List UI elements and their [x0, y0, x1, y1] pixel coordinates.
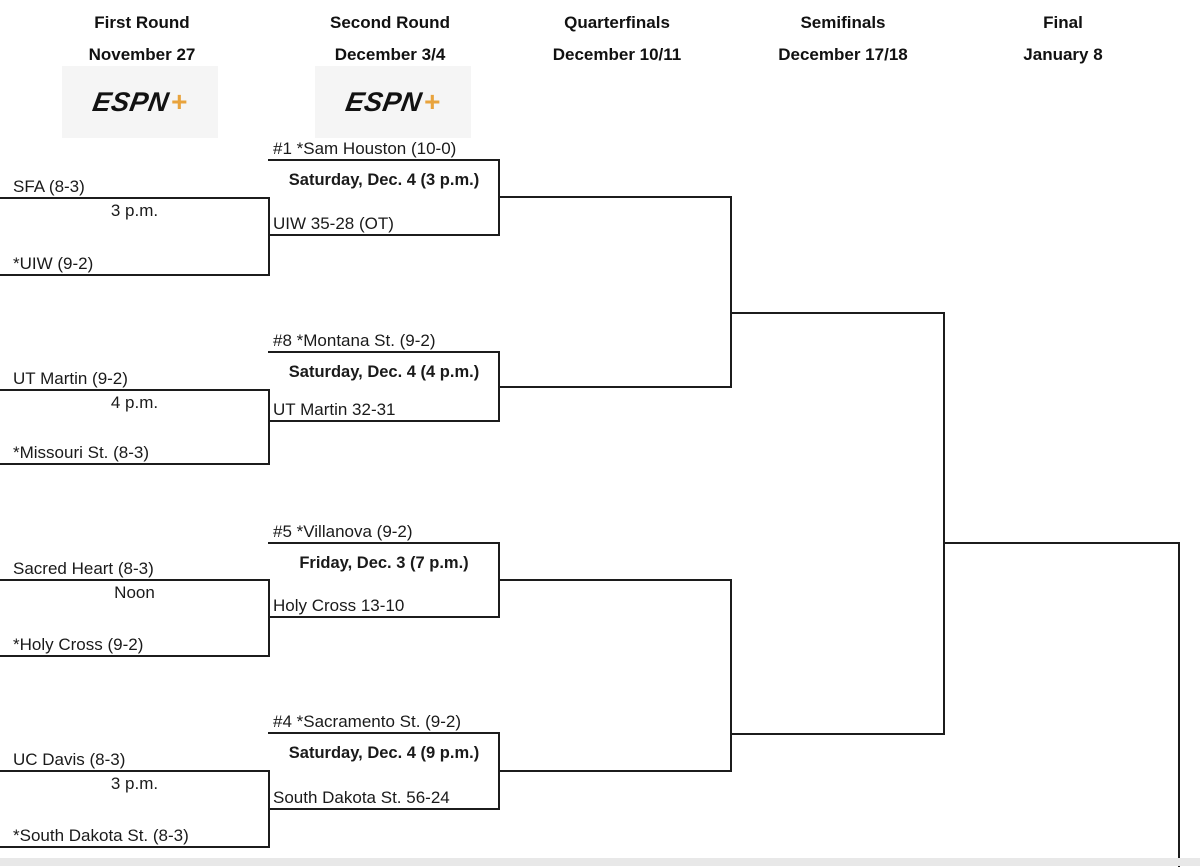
- round-date-final: January 8: [1023, 45, 1103, 64]
- team-label: South Dakota St. 56-24: [273, 788, 450, 807]
- bottom-edge-strip: [0, 858, 1200, 866]
- team-label: *UIW (9-2): [13, 254, 94, 273]
- team-label: Sacred Heart (8-3): [13, 559, 154, 578]
- bracket-line: [268, 197, 270, 276]
- bracket-line: [498, 579, 731, 581]
- bracket-line: [943, 542, 1180, 544]
- bracket-line: [268, 351, 500, 353]
- game-time-label: 3 p.m.: [110, 201, 159, 220]
- bracket-line: [498, 386, 731, 388]
- team-label: Holy Cross 13-10: [273, 596, 405, 615]
- game-time-label: Noon: [114, 583, 155, 602]
- espn-plus-logo: ESPN+: [62, 66, 218, 138]
- team-label: UIW 35-28 (OT): [273, 214, 394, 233]
- bracket-line: [268, 420, 500, 422]
- espn-wordmark: ESPN: [342, 86, 424, 117]
- team-label: #1 *Sam Houston (10-0): [273, 139, 457, 158]
- bracket-line: [268, 542, 500, 544]
- round-date-semifinals: December 17/18: [778, 45, 908, 64]
- team-label: #4 *Sacramento St. (9-2): [273, 712, 462, 731]
- round-header-first-round: First Round: [94, 13, 190, 32]
- team-label: #8 *Montana St. (9-2): [273, 331, 436, 350]
- bracket-line: [0, 846, 270, 848]
- bracket-line: [0, 770, 270, 772]
- espn-plus-logo: ESPN+: [315, 66, 471, 138]
- game-schedule-label: Friday, Dec. 3 (7 p.m.): [299, 554, 469, 572]
- espn-wordmark: ESPN: [89, 86, 171, 117]
- team-label: UC Davis (8-3): [13, 750, 126, 769]
- bracket-line: [268, 159, 500, 161]
- bracket-line: [268, 732, 500, 734]
- team-label: UT Martin 32-31: [273, 400, 396, 419]
- round-header-quarterfinals: Quarterfinals: [564, 13, 670, 32]
- bracket-line: [1178, 542, 1180, 867]
- game-time-label: 4 p.m.: [110, 393, 159, 412]
- team-label: SFA (8-3): [13, 177, 85, 196]
- bracket-line: [943, 312, 945, 735]
- bracket-line: [730, 196, 732, 388]
- game-schedule-label: Saturday, Dec. 4 (4 p.m.): [288, 363, 480, 381]
- bracket-line: [268, 234, 500, 236]
- round-date-quarterfinals: December 10/11: [552, 45, 682, 64]
- bracket-line: [730, 579, 732, 772]
- game-time-label: 3 p.m.: [110, 774, 159, 793]
- bracket-line: [268, 808, 500, 810]
- team-label: UT Martin (9-2): [13, 369, 128, 388]
- bracket-line: [0, 197, 270, 199]
- espn-plus-icon: +: [171, 86, 188, 117]
- team-label: *Missouri St. (8-3): [13, 443, 150, 462]
- bracket-line: [498, 196, 731, 198]
- bracket-line: [0, 579, 270, 581]
- bracket-line: [0, 274, 270, 276]
- team-label: *Holy Cross (9-2): [13, 635, 144, 654]
- round-header-semifinals: Semifinals: [800, 13, 886, 32]
- bracket-line: [730, 312, 945, 314]
- team-label: #5 *Villanova (9-2): [273, 522, 413, 541]
- round-header-final: Final: [1043, 13, 1083, 32]
- team-label: *South Dakota St. (8-3): [13, 826, 189, 845]
- game-schedule-label: Saturday, Dec. 4 (9 p.m.): [288, 744, 480, 762]
- game-schedule-label: Saturday, Dec. 4 (3 p.m.): [288, 171, 480, 189]
- bracket-line: [0, 389, 270, 391]
- espn-plus-icon: +: [424, 86, 441, 117]
- bracket-line: [498, 770, 731, 772]
- round-date-first-round: November 27: [88, 45, 196, 64]
- round-date-second-round: December 3/4: [334, 45, 446, 64]
- bracket-line: [730, 733, 945, 735]
- round-header-second-round: Second Round: [330, 13, 450, 32]
- bracket-line: [0, 463, 270, 465]
- bracket-line: [268, 579, 270, 657]
- bracket-line: [268, 616, 500, 618]
- bracket-line: [0, 655, 270, 657]
- bracket-line: [268, 389, 270, 465]
